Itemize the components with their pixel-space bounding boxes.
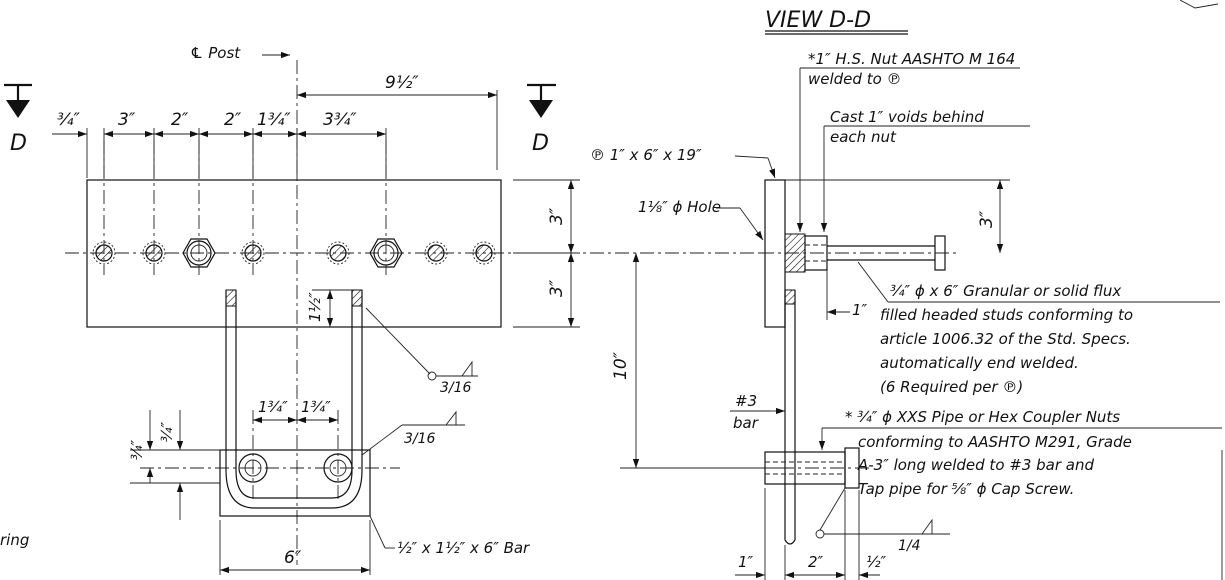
dim-three-quarter: ¾″	[57, 110, 80, 130]
dim-10-group: 10″	[611, 253, 780, 469]
post-centerline-label: ℄ Post	[190, 44, 241, 62]
coupler-line3: A-3″ long welded to #3 bar and	[857, 456, 1094, 474]
dim-3-three-quarter: 3¾″	[323, 110, 357, 130]
dim-view-1-stud: 1″	[852, 301, 868, 319]
hole-callout: 1⅛″ ϕ Hole	[638, 198, 764, 241]
top-dimensions: 9½″ ¾″ 3″ 2″ 2″ 1¾″ 3¾″	[52, 73, 498, 178]
dim-10: 10″	[611, 351, 631, 380]
studs-line3: article 1006.32 of the Std. Specs.	[880, 330, 1131, 348]
bar3-line1: #3	[735, 392, 757, 410]
view-title: VIEW D-D	[765, 8, 871, 33]
weld-size-lower: 3/16	[404, 431, 436, 447]
dim-view-half: ½″	[866, 553, 887, 571]
voids-label-line2: each nut	[830, 128, 897, 146]
plate-height-dims: 3″ 3″	[513, 179, 580, 328]
view-d-d: VIEW D-D 3″ 1″	[735, 8, 1010, 580]
weld-size-view: 1/4	[898, 538, 921, 554]
rebar-loop: 1½″	[225, 289, 363, 509]
voids-callout: Cast 1″ voids behind each nut	[820, 108, 1030, 232]
bar-size-label: ½″ x 1½″ x 6″ Bar	[397, 539, 530, 557]
dim-9-half: 9½″	[385, 73, 419, 93]
section-letter-left: D	[10, 131, 27, 156]
studs-callout: ¾″ ϕ x 6″ Granular or solid flux filled …	[857, 261, 1220, 396]
studs-line4: automatically end welded.	[880, 354, 1079, 372]
nut-callout: *1″ H.S. Nut AASHTO M 164 welded to ℗	[796, 50, 1020, 232]
section-marker-right: D	[527, 83, 556, 156]
weld-size-upper: 3/16	[440, 380, 472, 396]
dim-1-three-quarter: 1¾″	[257, 110, 291, 130]
partial-text-left: ring	[0, 531, 29, 549]
plate-callout: ℗ 1″ x 6″ x 19″	[590, 146, 776, 179]
coupler-callout: * ¾″ ϕ XXS Pipe or Hex Coupler Nuts conf…	[818, 408, 1222, 498]
studs-line1: ¾″ ϕ x 6″ Granular or solid flux	[890, 282, 1121, 300]
dim-bar-1-three-quarter-a: 1¾″	[258, 398, 288, 416]
section-marker-left: D	[4, 83, 32, 156]
dim-left-three-quarter-a: ¾″	[128, 439, 146, 460]
bar3-callout: #3 bar	[730, 392, 785, 432]
nut-label-line2: welded to ℗	[808, 70, 902, 88]
plate-label: ℗ 1″ x 6″ x 19″	[590, 146, 702, 164]
voids-label-line1: Cast 1″ voids behind	[830, 108, 984, 126]
dim-2a: 2″	[171, 110, 189, 130]
plate-front-view	[65, 140, 765, 328]
nut-label-line1: *1″ H.S. Nut AASHTO M 164	[808, 50, 1015, 68]
bottom-bar: 1¾″ 1¾″ 3/16 ½″ x 1½″ x 6″ Bar 6″	[140, 398, 530, 575]
left-small-dims: ¾″ ¾″ ring	[0, 410, 220, 549]
dim-bar-6: 6″	[284, 548, 302, 568]
weld-callout-upper: 3/16	[365, 307, 478, 396]
coupler-line1: * ¾″ ϕ XXS Pipe or Hex Coupler Nuts	[845, 408, 1120, 426]
bar3-line2: bar	[733, 414, 759, 432]
dim-left-three-quarter-b: ¾″	[158, 421, 176, 442]
coupler-line4: Tap pipe for ⅝″ ϕ Cap Screw.	[858, 480, 1074, 498]
studs-line2: filled headed studs conforming to	[880, 306, 1133, 324]
coupler-line2: conforming to AASHTO M291, Grade	[858, 433, 1132, 451]
studs-line5: (6 Required per ℗)	[880, 378, 1023, 396]
dim-view-2: 2″	[808, 553, 824, 571]
dim-view-1-bottom: 1″	[738, 553, 754, 571]
dim-view-3: 3″	[977, 210, 997, 228]
dim-3-upper: 3″	[547, 207, 567, 225]
dim-3-lower: 3″	[547, 279, 567, 297]
dim-2b: 2″	[224, 110, 242, 130]
section-letter-right: D	[532, 131, 549, 156]
dim-bar-1-three-quarter-b: 1¾″	[301, 398, 331, 416]
dim-3: 3″	[118, 110, 136, 130]
hole-label: 1⅛″ ϕ Hole	[638, 198, 721, 216]
dim-1-half: 1½″	[306, 292, 324, 322]
